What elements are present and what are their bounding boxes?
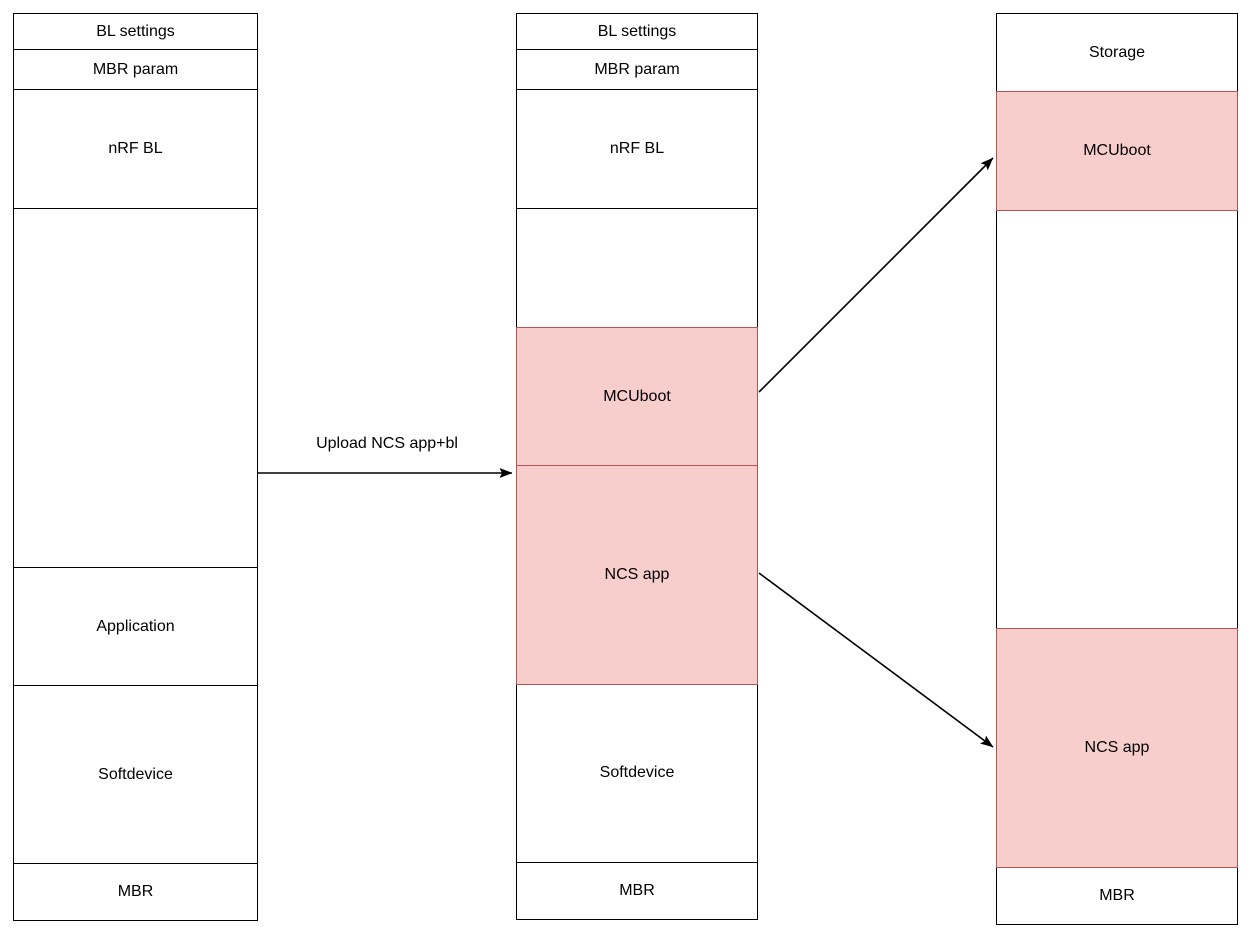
memory-section-ncs-app: NCS app — [996, 628, 1238, 869]
memory-section-empty — [13, 208, 258, 569]
memory-section-application: Application — [13, 566, 258, 687]
memory-section-storage: Storage — [996, 13, 1238, 93]
section-label: Softdevice — [599, 764, 675, 782]
memory-section-bl-settings: BL settings — [516, 13, 758, 51]
memory-section-softdevice: Softdevice — [516, 683, 758, 864]
memory-section-mbr-param: MBR param — [516, 49, 758, 91]
section-label: nRF BL — [609, 140, 665, 158]
section-label: MBR — [1099, 886, 1135, 904]
flow-arrow — [758, 157, 994, 393]
section-label: MBR param — [92, 60, 179, 78]
memory-section-mcuboot: MCUboot — [996, 91, 1238, 212]
section-label: Storage — [1088, 44, 1146, 61]
memory-section-ncs-app: NCS app — [516, 465, 758, 686]
section-label: BL settings — [597, 23, 677, 40]
memory-section-nrf-bl: nRF BL — [13, 88, 258, 210]
section-label: MBR — [619, 881, 655, 899]
memory-section-empty — [516, 208, 758, 329]
memory-section-empty — [996, 209, 1238, 630]
section-label: MBR param — [594, 60, 680, 78]
memory-section-mcuboot: MCUboot — [516, 326, 758, 467]
section-label: nRF BL — [108, 140, 163, 158]
memory-section-softdevice: Softdevice — [13, 685, 258, 866]
section-label: Softdevice — [98, 766, 173, 784]
flow-arrow — [758, 572, 994, 748]
memory-section-mbr: MBR — [996, 866, 1238, 925]
section-label: NCS app — [604, 566, 670, 584]
section-label: Application — [96, 617, 175, 635]
section-label: MBR — [117, 883, 154, 901]
memory-section-mbr: MBR — [516, 861, 758, 920]
section-label: NCS app — [1084, 739, 1150, 757]
section-label: BL settings — [96, 23, 175, 40]
memory-section-nrf-bl: nRF BL — [516, 88, 758, 210]
section-label: MCUboot — [1083, 142, 1151, 160]
upload-arrow-label: Upload NCS app+bl — [314, 435, 460, 453]
memory-section-bl-settings: BL settings — [13, 13, 258, 51]
section-label: MCUboot — [603, 387, 671, 405]
memory-section-mbr-param: MBR param — [13, 49, 258, 91]
memory-section-mbr: MBR — [13, 863, 258, 922]
